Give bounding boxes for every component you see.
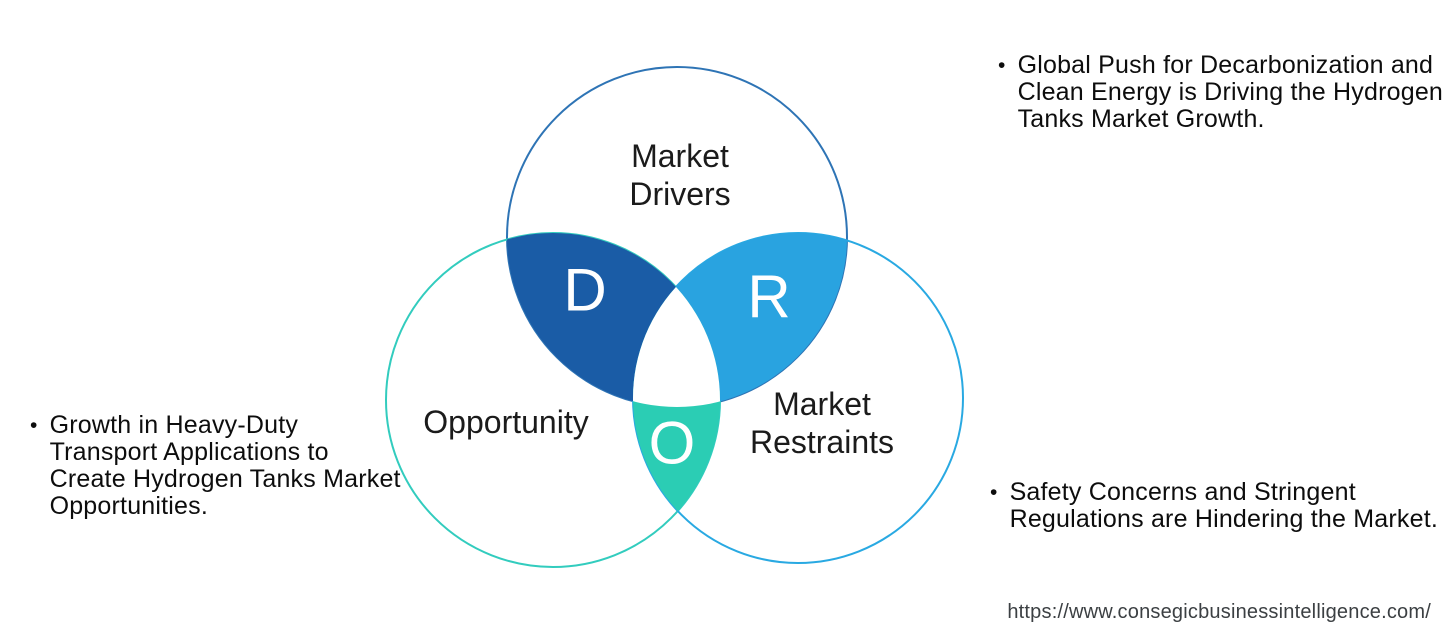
opportunity-label: Opportunity (423, 404, 588, 440)
letter-o: O (649, 410, 696, 477)
note-opportunity-line1: Growth in Heavy-Duty (49, 411, 299, 439)
letter-r: R (747, 264, 790, 331)
drivers-label-line1: Market (631, 138, 729, 174)
source-url: https://www.consegicbusinessintelligence… (1007, 601, 1431, 623)
restraints-label-line2: Restraints (750, 424, 894, 460)
note-restraints: • Safety Concerns and Stringent Regulati… (990, 479, 1438, 533)
bullet-icon: • (998, 54, 1006, 77)
drivers-label-line2: Drivers (629, 176, 730, 212)
note-opportunity-line4: Opportunities. (49, 492, 209, 520)
note-drivers: • Global Push for Decarbonization and Cl… (998, 52, 1443, 133)
note-opportunity-line2: Transport Applications to (49, 438, 329, 466)
bullet-icon: • (990, 481, 998, 504)
bullet-icon: • (30, 414, 38, 437)
note-drivers-line1: Global Push for Decarbonization and (1017, 51, 1434, 79)
note-opportunity: • Growth in Heavy-Duty Transport Applica… (30, 412, 401, 520)
note-drivers-line3: Tanks Market Growth. (1017, 105, 1265, 133)
restraints-label-line1: Market (773, 386, 871, 422)
note-opportunity-line3: Create Hydrogen Tanks Market (49, 465, 401, 493)
note-drivers-line2: Clean Energy is Driving the Hydrogen (1017, 78, 1444, 106)
letter-d: D (563, 257, 606, 324)
note-restraints-line1: Safety Concerns and Stringent (1009, 478, 1356, 506)
note-restraints-line2: Regulations are Hindering the Market. (1009, 505, 1439, 533)
